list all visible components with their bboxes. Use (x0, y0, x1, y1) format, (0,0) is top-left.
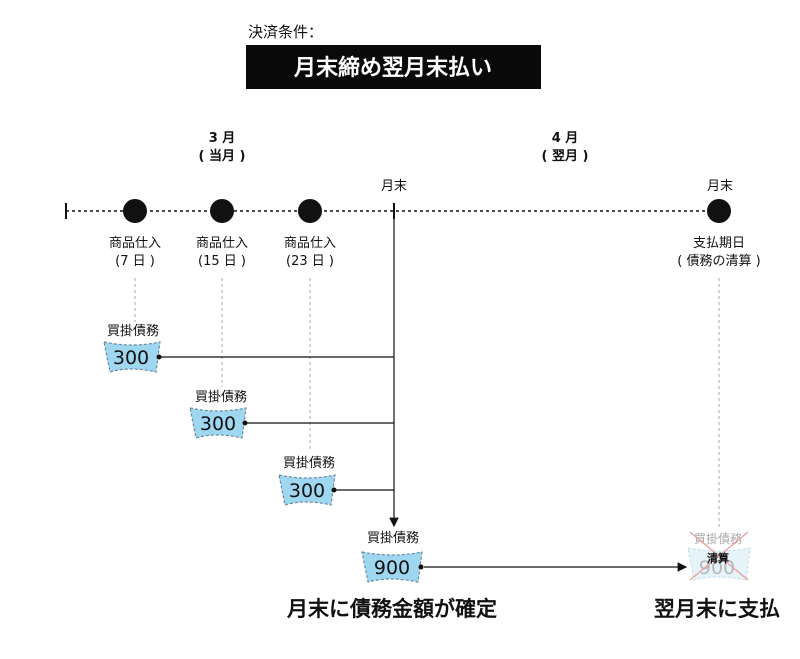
total-payable-amount: 900 (374, 557, 410, 579)
event-1-label: 商品仕入 (109, 236, 161, 251)
settled-tag-shape (687, 547, 751, 581)
payment-date-label: 支払期日 (693, 236, 745, 251)
payable-3-tag-shape (278, 474, 336, 506)
current-month-name: 3 月 (209, 131, 236, 146)
next-month-end-label: 月末 (707, 179, 733, 194)
event-3-label: 商品仕入 (284, 236, 336, 251)
terms-title: 月末締め翌月末払い (293, 55, 492, 81)
next-month-sub: ( 翌月 ) (542, 149, 589, 164)
purchase-dot-3 (298, 199, 322, 223)
settled-payable-tag: 買掛債務 900 清算 (687, 531, 751, 581)
payable-tag-3: 買掛債務 300 (278, 456, 337, 506)
payable-3-label: 買掛債務 (283, 456, 335, 471)
terms-label: 決済条件： (248, 23, 323, 41)
month-end-label: 月末 (381, 179, 407, 194)
event-2-day: (15 日 ) (198, 254, 246, 269)
total-tag-shape (361, 551, 423, 583)
settled-cross-line-2 (689, 531, 749, 581)
timeline (65, 199, 731, 223)
payable-3-amount: 300 (289, 480, 325, 502)
connector-lines (160, 219, 688, 572)
payable-tag-1: 買掛債務 300 (103, 324, 162, 373)
pay-caption: 翌月末に支払 (654, 597, 780, 621)
payable-1-label: 買掛債務 (107, 324, 159, 339)
next-month-name: 4 月 (552, 131, 579, 146)
payable-2-amount: 300 (200, 413, 236, 435)
payable-2-label: 買掛債務 (195, 390, 247, 405)
current-month-sub: ( 当月 ) (199, 148, 246, 164)
total-payable-label: 買掛債務 (367, 531, 419, 546)
purchase-dot-2 (210, 199, 234, 223)
payment-date-sub: ( 債務の清算 ) (677, 254, 760, 269)
total-payable-tag: 買掛債務 900 (361, 531, 424, 583)
event-3-day: (23 日 ) (286, 254, 334, 269)
payable-1-tag-shape (103, 341, 161, 373)
confirm-caption: 月末に債務金額が確定 (286, 597, 497, 621)
payable-tag-2: 買掛債務 300 (189, 390, 248, 439)
event-1-day: (7 日 ) (115, 254, 155, 269)
settled-stamp: 清算 (707, 551, 729, 565)
payment-dot (707, 199, 731, 223)
payable-2-tag-shape (189, 407, 247, 439)
purchase-dot-1 (123, 199, 147, 223)
settled-payable-label: 買掛債務 (694, 531, 742, 546)
event-2-label: 商品仕入 (196, 236, 248, 251)
terms-banner (246, 45, 541, 89)
payable-1-amount: 300 (113, 347, 149, 369)
